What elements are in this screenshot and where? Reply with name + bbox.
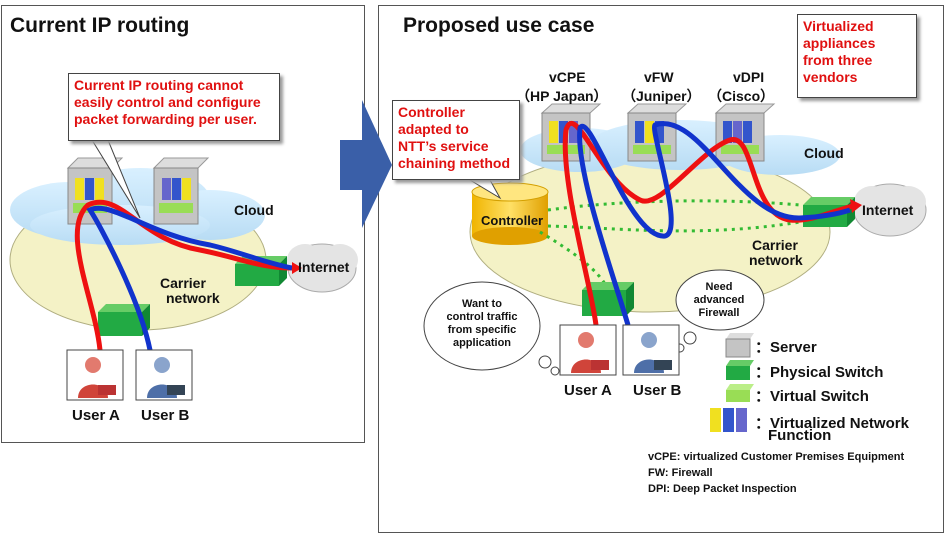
legend-vnf-label: ：Virtualized Network [755, 415, 909, 432]
note-vcpe: vCPE: virtualized Customer Premises Equi… [648, 451, 905, 463]
thought-a-line-2: control traffic [446, 311, 518, 323]
legend-virtual-switch-label: ：Virtual Switch [755, 388, 869, 405]
legend-server-label: ：Server [755, 339, 817, 356]
left-internet-label: Internet [298, 259, 350, 275]
legend-server-icon [725, 333, 754, 358]
controller-callout: Controller adapted to NTT’s service chai… [392, 100, 520, 180]
legend-vnf-label-2: Function [768, 427, 832, 444]
vendors-callout-line-2: appliances [803, 35, 876, 51]
thought-a-line-1: Want to [462, 298, 502, 310]
right-user-a-label: User A [564, 382, 612, 399]
left-cloud-shape [10, 168, 265, 245]
controller-callout-line-3: NTT’s service [398, 138, 489, 154]
right-internet-label: Internet [862, 202, 914, 218]
left-title: Current IP routing [10, 14, 190, 37]
controller-callout-line-2: adapted to [398, 121, 469, 137]
left-callout-line-3: packet forwarding per user. [74, 111, 257, 127]
vdpi-vendor-label: （Cisco） [708, 88, 775, 104]
right-internet-arrowhead [850, 199, 862, 213]
right-carrier-label-2: network [749, 252, 803, 268]
left-callout: Current IP routing cannot easily control… [68, 73, 280, 141]
left-internet-cloud-shape [287, 243, 358, 293]
note-dpi: DPI: Deep Packet Inspection [648, 483, 797, 495]
left-server-2 [152, 157, 210, 225]
right-title: Proposed use case [403, 14, 595, 37]
vfw-vendor-label: （Juniper） [622, 88, 701, 104]
left-user-b-icon [135, 349, 193, 401]
right-red-path [562, 120, 857, 326]
server-vdpi [714, 103, 776, 162]
legend-physical-switch-label: ：Physical Switch [755, 364, 884, 381]
controller-callout-tail [468, 179, 502, 200]
left-callout-line-2: easily control and configure [74, 94, 261, 110]
vdpi-label: vDPI [733, 69, 765, 85]
left-blue-path [86, 205, 293, 351]
legend-virtual-switch-icon [726, 384, 754, 402]
controller-callout-line-4: chaining method [398, 155, 510, 171]
controller-callout-line-1: Controller [398, 104, 465, 120]
left-carrier-label-2: network [166, 290, 220, 306]
vendors-callout: Virtualized appliances from three vendor… [797, 14, 917, 98]
right-blue-path [577, 121, 851, 326]
vcpe-vendor-label: （HP Japan） [516, 88, 608, 104]
right-cloud-label: Cloud [804, 145, 844, 161]
legend-vnf-icon [710, 408, 747, 432]
left-user-b-label: User B [141, 407, 190, 424]
vcpe-label: vCPE [549, 69, 586, 85]
vendors-callout-line-4: vendors [803, 69, 858, 85]
thought-b-line-2: advanced [693, 294, 745, 306]
transition-arrow [340, 100, 392, 228]
vendors-callout-line-1: Virtualized [803, 18, 874, 34]
left-internet-arrowhead [292, 262, 302, 274]
controller-label: Controller [481, 213, 544, 228]
thought-a-line-3: from specific [447, 324, 517, 336]
right-user-b-label: User B [633, 382, 682, 399]
thought-b-text: Need advanced Firewall [684, 281, 754, 320]
right-user-b-icon [622, 324, 680, 376]
thought-a-line-4: application [452, 337, 512, 349]
right-internet-cloud-shape [853, 183, 927, 237]
note-fw: FW: Firewall [648, 467, 713, 479]
left-user-a-label: User A [72, 407, 120, 424]
vfw-label: vFW [644, 69, 674, 85]
right-carrier-label-1: Carrier [752, 237, 798, 253]
left-cloud-label: Cloud [234, 202, 274, 218]
right-user-a-icon [559, 324, 617, 376]
thought-b-line-1: Need [705, 281, 733, 293]
left-carrier-label-1: Carrier [160, 275, 206, 291]
left-user-a-icon [66, 349, 124, 401]
legend-physical-switch-icon [726, 360, 754, 380]
left-red-path [74, 199, 293, 351]
left-callout-line-1: Current IP routing cannot [74, 77, 244, 93]
thought-b-line-3: Firewall [698, 307, 740, 319]
server-vfw [626, 103, 688, 162]
thought-bubble-a [423, 281, 560, 376]
vendors-callout-line-3: from three [803, 52, 873, 68]
thought-a-text: Want to control traffic from specific ap… [434, 298, 530, 350]
